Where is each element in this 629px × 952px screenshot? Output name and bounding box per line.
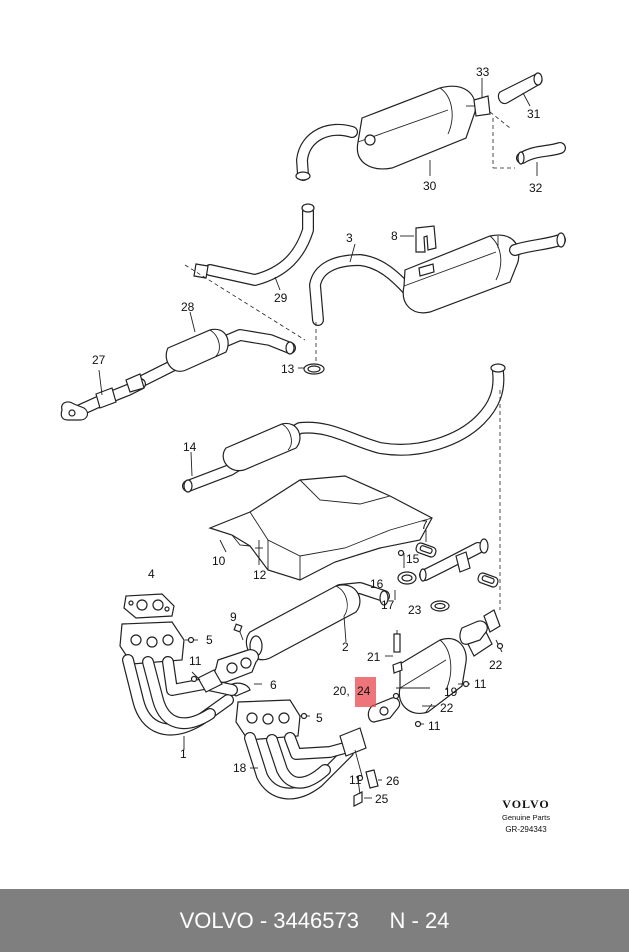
heat-shield-10: [208, 475, 433, 581]
hangers-7-15-16-17: [394, 530, 499, 612]
label-part-13: 13: [281, 362, 295, 376]
intermediate-pipe-29: [184, 203, 315, 341]
label-part-11b: 11: [474, 677, 487, 691]
highlight-part-24: [355, 677, 376, 707]
label-part-22a: 22: [489, 658, 503, 672]
label-part-11c: 11: [428, 719, 441, 733]
exhaust-manifold-1: [119, 593, 238, 750]
footer-bar: VOLVO - 3446573 N - 24: [0, 889, 629, 952]
rear-silencer-30: [295, 78, 515, 181]
genuine-parts-text: Genuine Parts: [502, 813, 550, 822]
brand-block: VOLVO Genuine Parts GR-294343: [502, 797, 550, 834]
label-part-8: 8: [391, 229, 398, 243]
volvo-logo: VOLVO: [502, 797, 549, 811]
flange-pipe-27: [60, 369, 146, 421]
bolt-9: [233, 623, 244, 641]
clamp-13: [298, 322, 325, 375]
label-part-32: 32: [529, 181, 543, 195]
label-part-10: 10: [212, 554, 226, 568]
label-part-14: 14: [183, 440, 197, 454]
label-part-33: 33: [476, 65, 490, 79]
label-part-16: 16: [370, 577, 384, 591]
label-part-27: 27: [92, 353, 106, 367]
label-part-1: 1: [180, 747, 187, 761]
label-part-3: 3: [346, 231, 353, 245]
tail-pipe-32: [516, 142, 566, 176]
label-part-5: 5: [206, 633, 213, 647]
label-part-23: 23: [408, 603, 422, 617]
label-part-12: 12: [253, 568, 267, 582]
label-part-5b: 5: [316, 711, 323, 725]
label-part-21: 21: [367, 650, 381, 664]
label-part-15: 15: [406, 552, 420, 566]
label-part-24: 24: [357, 684, 371, 698]
label-part-25: 25: [375, 792, 389, 806]
label-part-30: 30: [423, 179, 437, 193]
reference-code: GR-294343: [505, 825, 547, 834]
label-part-28: 28: [181, 300, 195, 314]
label-part-22b: 22: [440, 701, 454, 715]
label-part-19: 19: [444, 685, 458, 699]
label-part-4: 4: [148, 567, 155, 581]
part-labels: 1 2 3 4 5 5 6 7 8 9 10 11 11 11 11 12 13…: [92, 65, 543, 806]
label-part-11a: 11: [189, 654, 202, 668]
diagram-canvas: 1 2 3 4 5 5 6 7 8 9 10 11 11 11 11 12 13…: [60, 65, 566, 834]
label-part-26: 26: [386, 774, 400, 788]
label-part-17: 17: [381, 598, 395, 612]
intermediate-pipe-14: [182, 363, 506, 610]
label-part-18: 18: [233, 761, 247, 775]
label-part-29: 29: [274, 291, 288, 305]
label-part-2: 2: [342, 640, 349, 654]
label-part-20: 20,: [333, 684, 350, 698]
label-part-11d: 11: [349, 773, 362, 787]
footer-part-number: VOLVO - 3446573 N - 24: [179, 908, 450, 933]
label-part-31: 31: [527, 107, 541, 121]
front-pipe-28: [134, 311, 296, 388]
tail-pipe-31: [497, 72, 543, 107]
label-part-6: 6: [270, 678, 277, 692]
exhaust-manifold-18: [235, 699, 367, 800]
rear-silencer-3: [309, 232, 566, 326]
bracket-8: [400, 225, 437, 253]
catalytic-converter: [367, 609, 504, 728]
label-part-9: 9: [230, 610, 237, 624]
studs-25-26: [353, 769, 382, 807]
label-part-7: 7: [421, 518, 428, 532]
middle-silencer-2: [245, 582, 390, 661]
